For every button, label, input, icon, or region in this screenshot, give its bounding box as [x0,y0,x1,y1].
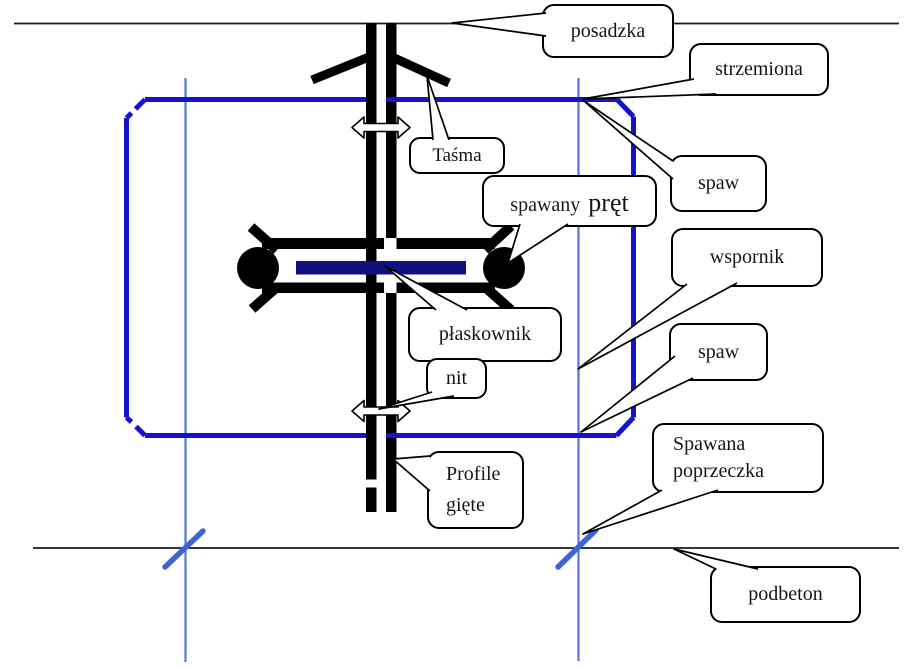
label-spawana-poprzeczka: Spawana poprzeczka [653,424,823,492]
bent-profile-left-end [366,487,377,512]
callout-tail-profile-giete [392,455,431,492]
callout-tail-podbeton [673,548,759,570]
bent-profile-left [366,23,377,480]
callout-plaskownik [408,307,562,362]
stirrup-bottom-patch [386,433,397,438]
callout-podbeton [710,566,861,623]
callout-tail-strzemiona [582,78,717,100]
label-strzemiona-text: strzemiona [715,58,803,80]
callout-strzemiona [689,43,829,96]
label-spawana-line1: Spawana [673,433,746,455]
callout-tail-wspornik [577,282,738,370]
callout-spaw-upper [670,155,767,212]
stirrup-bottom-gap [376,433,386,438]
callout-spaw-lower [669,323,768,381]
label-spawana-line2: poprzeczka [673,460,765,482]
label-posadzka: posadzka [543,5,673,57]
callout-spawany-pret [482,175,657,227]
crossbar-top-left-segment [262,238,384,249]
label-wspornik-text: wspornik [709,246,785,268]
label-plaskownik-text: płaskownik [438,323,532,345]
label-wspornik: wspornik [672,229,822,286]
label-profile-line2: gięte [446,494,485,516]
label-spaw-lower: spaw [670,324,767,380]
weld-slash-left [162,528,206,570]
label-profile-line1: Profile [446,463,501,485]
stirrup-top-gap [376,97,386,102]
tape-arm-left [310,52,371,85]
callout-spawana-poprzeczka [652,423,824,493]
label-plaskownik: płaskownik [409,308,561,361]
weld-flare-right-bottom [481,283,515,314]
callout-tail-nit [378,391,455,410]
tape-arm-right [390,52,451,88]
crossbar-bottom-right-segment [396,282,495,293]
label-spawany-pret: spawany pręt [483,176,656,226]
callout-tail-spaw-upper [583,100,674,180]
weld-flare-right-top [481,222,515,254]
welded-rod-left [237,247,279,289]
label-spaw-upper: spaw [671,156,766,211]
callout-tail-posadzka [451,12,547,37]
callout-tail-spaw-lower [580,355,694,433]
label-pret-text: pręt [588,188,629,217]
callout-tasma [409,137,505,174]
flat-bar [296,261,466,275]
label-nit-text: nit [445,367,468,389]
rivet-arrow-bottom [351,399,411,423]
label-strzemiona: strzemiona [690,44,828,95]
rivet-arrow-top [351,116,411,139]
weld-flare-left-top [247,223,281,254]
label-posadzka-text: posadzka [570,19,646,42]
crossbar-bottom-left-segment [262,282,384,293]
callout-tail-tasma [426,75,450,141]
label-nit: nit [427,359,486,398]
callout-tail-spawany-pret [507,223,569,264]
crossbar-top-right-segment [396,238,495,249]
label-spaw-lower-text: spaw [697,340,740,363]
stirrup-top-patch [386,97,397,102]
callout-wspornik [671,228,823,287]
callout-tail-plaskownik [384,265,468,311]
label-spaw-upper-text: spaw [697,172,740,194]
bent-profile-right-lower [386,293,397,512]
callout-nit [426,358,487,399]
label-tasma-text: Taśma [432,144,482,166]
weld-flare-left-bottom [248,283,281,313]
label-spawany-text: spawany [510,194,581,216]
weld-slash-right [555,527,599,570]
label-profile-giete: Profile gięte [428,452,523,528]
callout-tail-spawana-poprzeczka [582,489,719,535]
label-tasma: Taśma [410,138,504,173]
label-podbeton-text: podbeton [748,583,823,605]
label-podbeton: podbeton [711,567,860,622]
